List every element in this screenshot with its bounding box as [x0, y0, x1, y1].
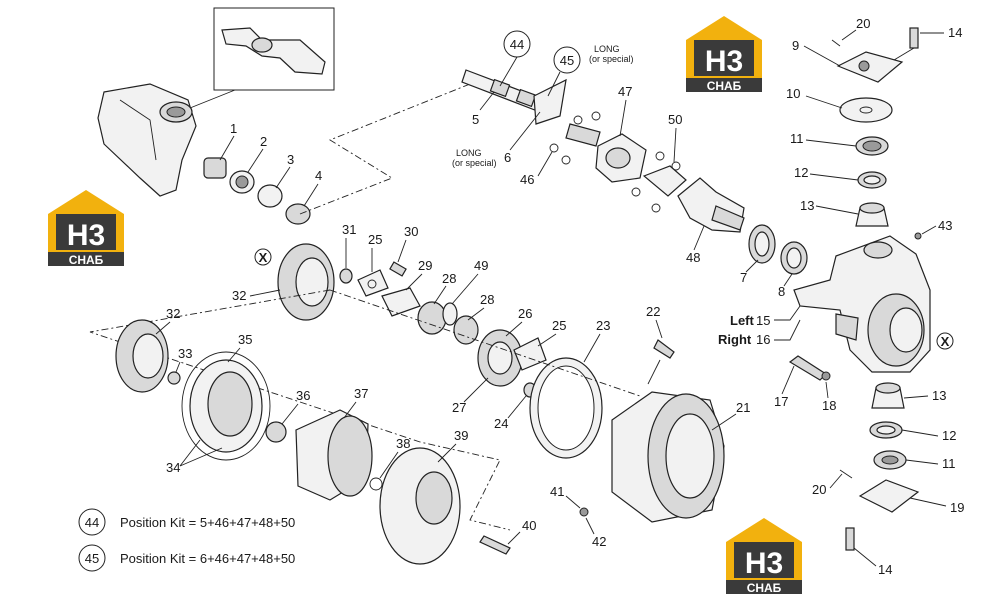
long-note-top-sub: (or special): [589, 54, 634, 64]
long-note-top: LONG: [594, 44, 620, 54]
stub-axle-48: [642, 161, 745, 233]
steering-knuckle: [793, 235, 931, 373]
planetary-center-parts: [277, 243, 547, 398]
label-13-top: 13: [800, 198, 814, 213]
label-48: 48: [686, 250, 700, 265]
label-50: 50: [668, 112, 682, 127]
axle-overview-inset: [189, 7, 335, 109]
label-2: 2: [260, 134, 267, 149]
label-25-right: 25: [552, 318, 566, 333]
axle-housing: [97, 83, 197, 197]
label-12-top: 12: [794, 165, 808, 180]
label-17: 17: [774, 394, 788, 409]
label-14-bottom: 14: [878, 562, 892, 577]
logo-letters-bottom: H3: [745, 547, 783, 580]
callout-44: 44: [510, 37, 524, 52]
assembly-line-b: [89, 289, 641, 531]
label-33: 33: [178, 346, 192, 361]
label-40: 40: [522, 518, 536, 533]
label-32-bottom: 32: [166, 306, 180, 321]
seals-7-8: [748, 224, 808, 275]
logo-word-top: СНАБ: [707, 79, 742, 93]
label-21: 21: [736, 400, 750, 415]
label-35: 35: [238, 332, 252, 347]
bolts-17-18: [788, 355, 831, 381]
label-47: 47: [618, 84, 632, 99]
watermark-logo-bottom: H3 СНАБ: [726, 518, 802, 595]
label-18: 18: [822, 398, 836, 413]
driveshaft-assembly: [461, 69, 665, 197]
x-marker-left: X: [259, 250, 268, 265]
label-38: 38: [396, 436, 410, 451]
label-19: 19: [950, 500, 964, 515]
kit-44-text: Position Kit = 5+46+47+48+50: [120, 515, 295, 530]
logo-word-bottom: СНАБ: [747, 581, 782, 595]
label-43: 43: [938, 218, 952, 233]
label-4: 4: [315, 168, 322, 183]
logo-letters-top: H3: [705, 45, 743, 78]
label-34: 34: [166, 460, 180, 475]
label-31: 31: [342, 222, 356, 237]
hub-and-ring: [529, 339, 725, 523]
kit-callouts: 44 45: [499, 30, 581, 97]
label-26: 26: [518, 306, 532, 321]
bearing-parts-1-4: [203, 157, 311, 225]
x-marker-right: X: [941, 334, 950, 349]
label-9: 9: [792, 38, 799, 53]
kit-45-number: 45: [85, 551, 99, 566]
label-5: 5: [472, 112, 479, 127]
label-11-top: 11: [790, 131, 804, 146]
label-24: 24: [494, 416, 508, 431]
label-46: 46: [520, 172, 534, 187]
logo-word-left: СНАБ: [69, 253, 104, 267]
label-27: 27: [452, 400, 466, 415]
label-14-top: 14: [948, 25, 962, 40]
label-left: Left: [730, 313, 755, 328]
long-note-left-sub: (or special): [452, 158, 497, 168]
lower-kingpin-stack: [839, 382, 920, 551]
label-8: 8: [778, 284, 785, 299]
kit-45-text: Position Kit = 6+46+47+48+50: [120, 551, 295, 566]
callout-45: 45: [560, 53, 574, 68]
label-11-bottom: 11: [942, 456, 956, 471]
position-kit-legend: 44 Position Kit = 5+46+47+48+50 45 Posit…: [78, 508, 295, 572]
x-markers: X X: [254, 248, 954, 350]
label-12-bottom: 12: [942, 428, 956, 443]
watermark-logo-top: H3 СНАБ: [686, 16, 762, 93]
label-6: 6: [504, 150, 511, 165]
label-32-top: 32: [232, 288, 246, 303]
label-right: Right: [718, 332, 752, 347]
label-1: 1: [230, 121, 237, 136]
logo-letters-left: H3: [67, 219, 105, 252]
planetary-carrier-parts: [115, 319, 511, 565]
label-25-left: 25: [368, 232, 382, 247]
label-15: 15: [756, 313, 770, 328]
label-30: 30: [404, 224, 418, 239]
long-note-left: LONG: [456, 148, 482, 158]
label-3: 3: [287, 152, 294, 167]
label-13-bottom: 13: [932, 388, 946, 403]
label-42: 42: [592, 534, 606, 549]
label-7: 7: [740, 270, 747, 285]
label-37: 37: [354, 386, 368, 401]
label-28-left: 28: [442, 271, 456, 286]
label-22: 22: [646, 304, 660, 319]
label-16: 16: [756, 332, 770, 347]
label-49: 49: [474, 258, 488, 273]
label-28-right: 28: [480, 292, 494, 307]
label-41: 41: [550, 484, 564, 499]
label-36: 36: [296, 388, 310, 403]
kit-44-number: 44: [85, 515, 99, 530]
label-29: 29: [418, 258, 432, 273]
label-20-bottom: 20: [812, 482, 826, 497]
label-23: 23: [596, 318, 610, 333]
upper-kingpin-stack: [831, 27, 922, 240]
part-number-labels: 1 2 3 4 5 6 46 47 50 48 7 8 20 14 9 10 1…: [155, 16, 964, 577]
assembly-line-a: [299, 83, 471, 215]
label-20-top: 20: [856, 16, 870, 31]
watermark-logo-left: H3 СНАБ: [48, 190, 124, 267]
label-10: 10: [786, 86, 800, 101]
label-39: 39: [454, 428, 468, 443]
